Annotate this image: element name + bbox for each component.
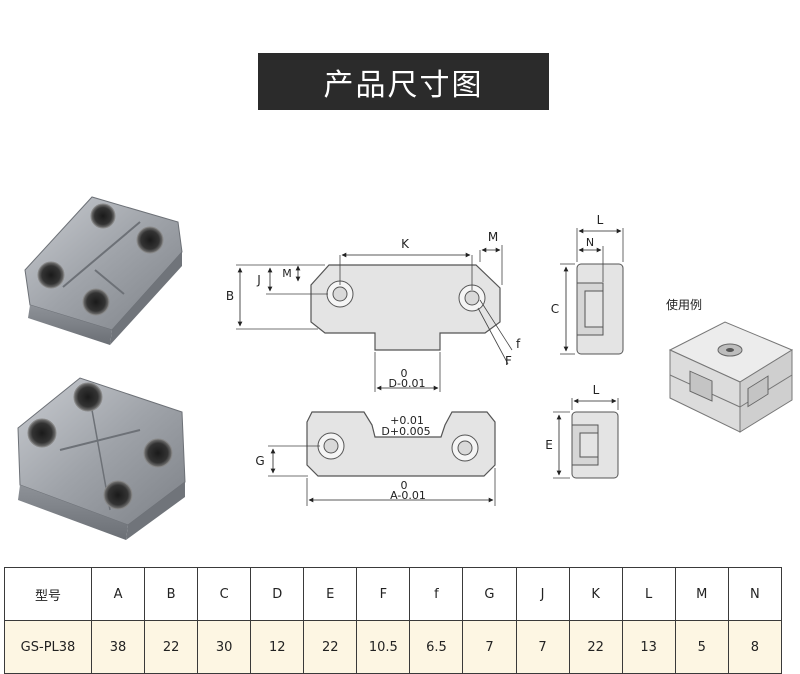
table-cell: 22 <box>303 620 358 674</box>
table-cell: 7 <box>462 620 517 674</box>
dim-N-label: N <box>586 236 594 249</box>
usage-example-illustration <box>668 321 794 433</box>
header-cell: E <box>303 567 358 621</box>
header-cell: J <box>515 567 570 621</box>
table-cell: 30 <box>197 620 252 674</box>
dim-f-label: f <box>516 337 521 351</box>
top-view-drawing: K M B J M f F 0 D-0.01 <box>226 230 521 392</box>
header-cell: M <box>674 567 729 621</box>
dim-D2-tol-top: +0.01 <box>390 414 424 427</box>
table-cell: 22 <box>144 620 199 674</box>
table-cell: 22 <box>568 620 623 674</box>
dim-J-label: J <box>256 273 261 287</box>
product-photo-bottom <box>17 377 186 540</box>
table-row: GS-PL38 38 22 30 12 22 10.5 6.5 7 7 22 1… <box>4 620 783 674</box>
product-photo-top <box>24 196 183 345</box>
dim-M-top-label: M <box>488 230 498 244</box>
header-cell: 型号 <box>4 567 92 621</box>
dim-A-zero: 0 <box>401 479 408 492</box>
dim-A-tolerance: A-0.01 <box>390 489 426 502</box>
page-title: 产品尺寸图 <box>258 53 549 110</box>
dim-L-bottom-label: L <box>593 383 600 397</box>
table-cell: 38 <box>90 620 146 674</box>
table-cell: 10.5 <box>356 620 411 674</box>
table-cell: 7 <box>515 620 570 674</box>
dim-D2-tolerance: D+0.005 <box>381 425 430 438</box>
header-cell: F <box>356 567 411 621</box>
dim-M-side-label: M <box>282 267 292 280</box>
dimension-drawing: K M B J M f F 0 D-0.01 +0.01 <box>17 196 794 540</box>
table-cell: GS-PL38 <box>4 620 92 674</box>
dim-L-top-label: L <box>597 213 604 227</box>
front-view-drawing: +0.01 D+0.005 G 0 A-0.01 <box>255 411 496 506</box>
header-cell: G <box>462 567 517 621</box>
header-cell: C <box>197 567 252 621</box>
header-cell: B <box>144 567 199 621</box>
table-cell: 13 <box>621 620 676 674</box>
table-cell: 5 <box>674 620 729 674</box>
header-cell: A <box>90 567 146 621</box>
header-cell: f <box>409 567 464 621</box>
dim-E-label: E <box>545 438 553 452</box>
table-cell: 8 <box>727 620 783 674</box>
usage-example-label: 使用例 <box>666 298 703 312</box>
dim-C-label: C <box>551 302 559 316</box>
dim-K-label: K <box>401 237 410 251</box>
dim-D-zero: 0 <box>401 367 408 380</box>
header-cell: K <box>568 567 623 621</box>
dim-B-label: B <box>226 289 234 303</box>
header-cell: N <box>727 567 783 621</box>
header-cell: D <box>250 567 305 621</box>
dim-D-tolerance: D-0.01 <box>389 377 426 390</box>
dim-F-label: F <box>505 354 512 368</box>
side-view-bottom-drawing: L E <box>545 383 619 479</box>
side-view-top-drawing: L N C <box>551 213 624 355</box>
spec-table-header-row: 型号 A B C D E F f G J K L M N <box>4 567 783 621</box>
header-cell: L <box>621 567 676 621</box>
spec-table: 型号 A B C D E F f G J K L M N GS-PL38 38 … <box>4 567 783 674</box>
table-cell: 6.5 <box>409 620 464 674</box>
table-cell: 12 <box>250 620 305 674</box>
dim-G-label: G <box>255 454 264 468</box>
